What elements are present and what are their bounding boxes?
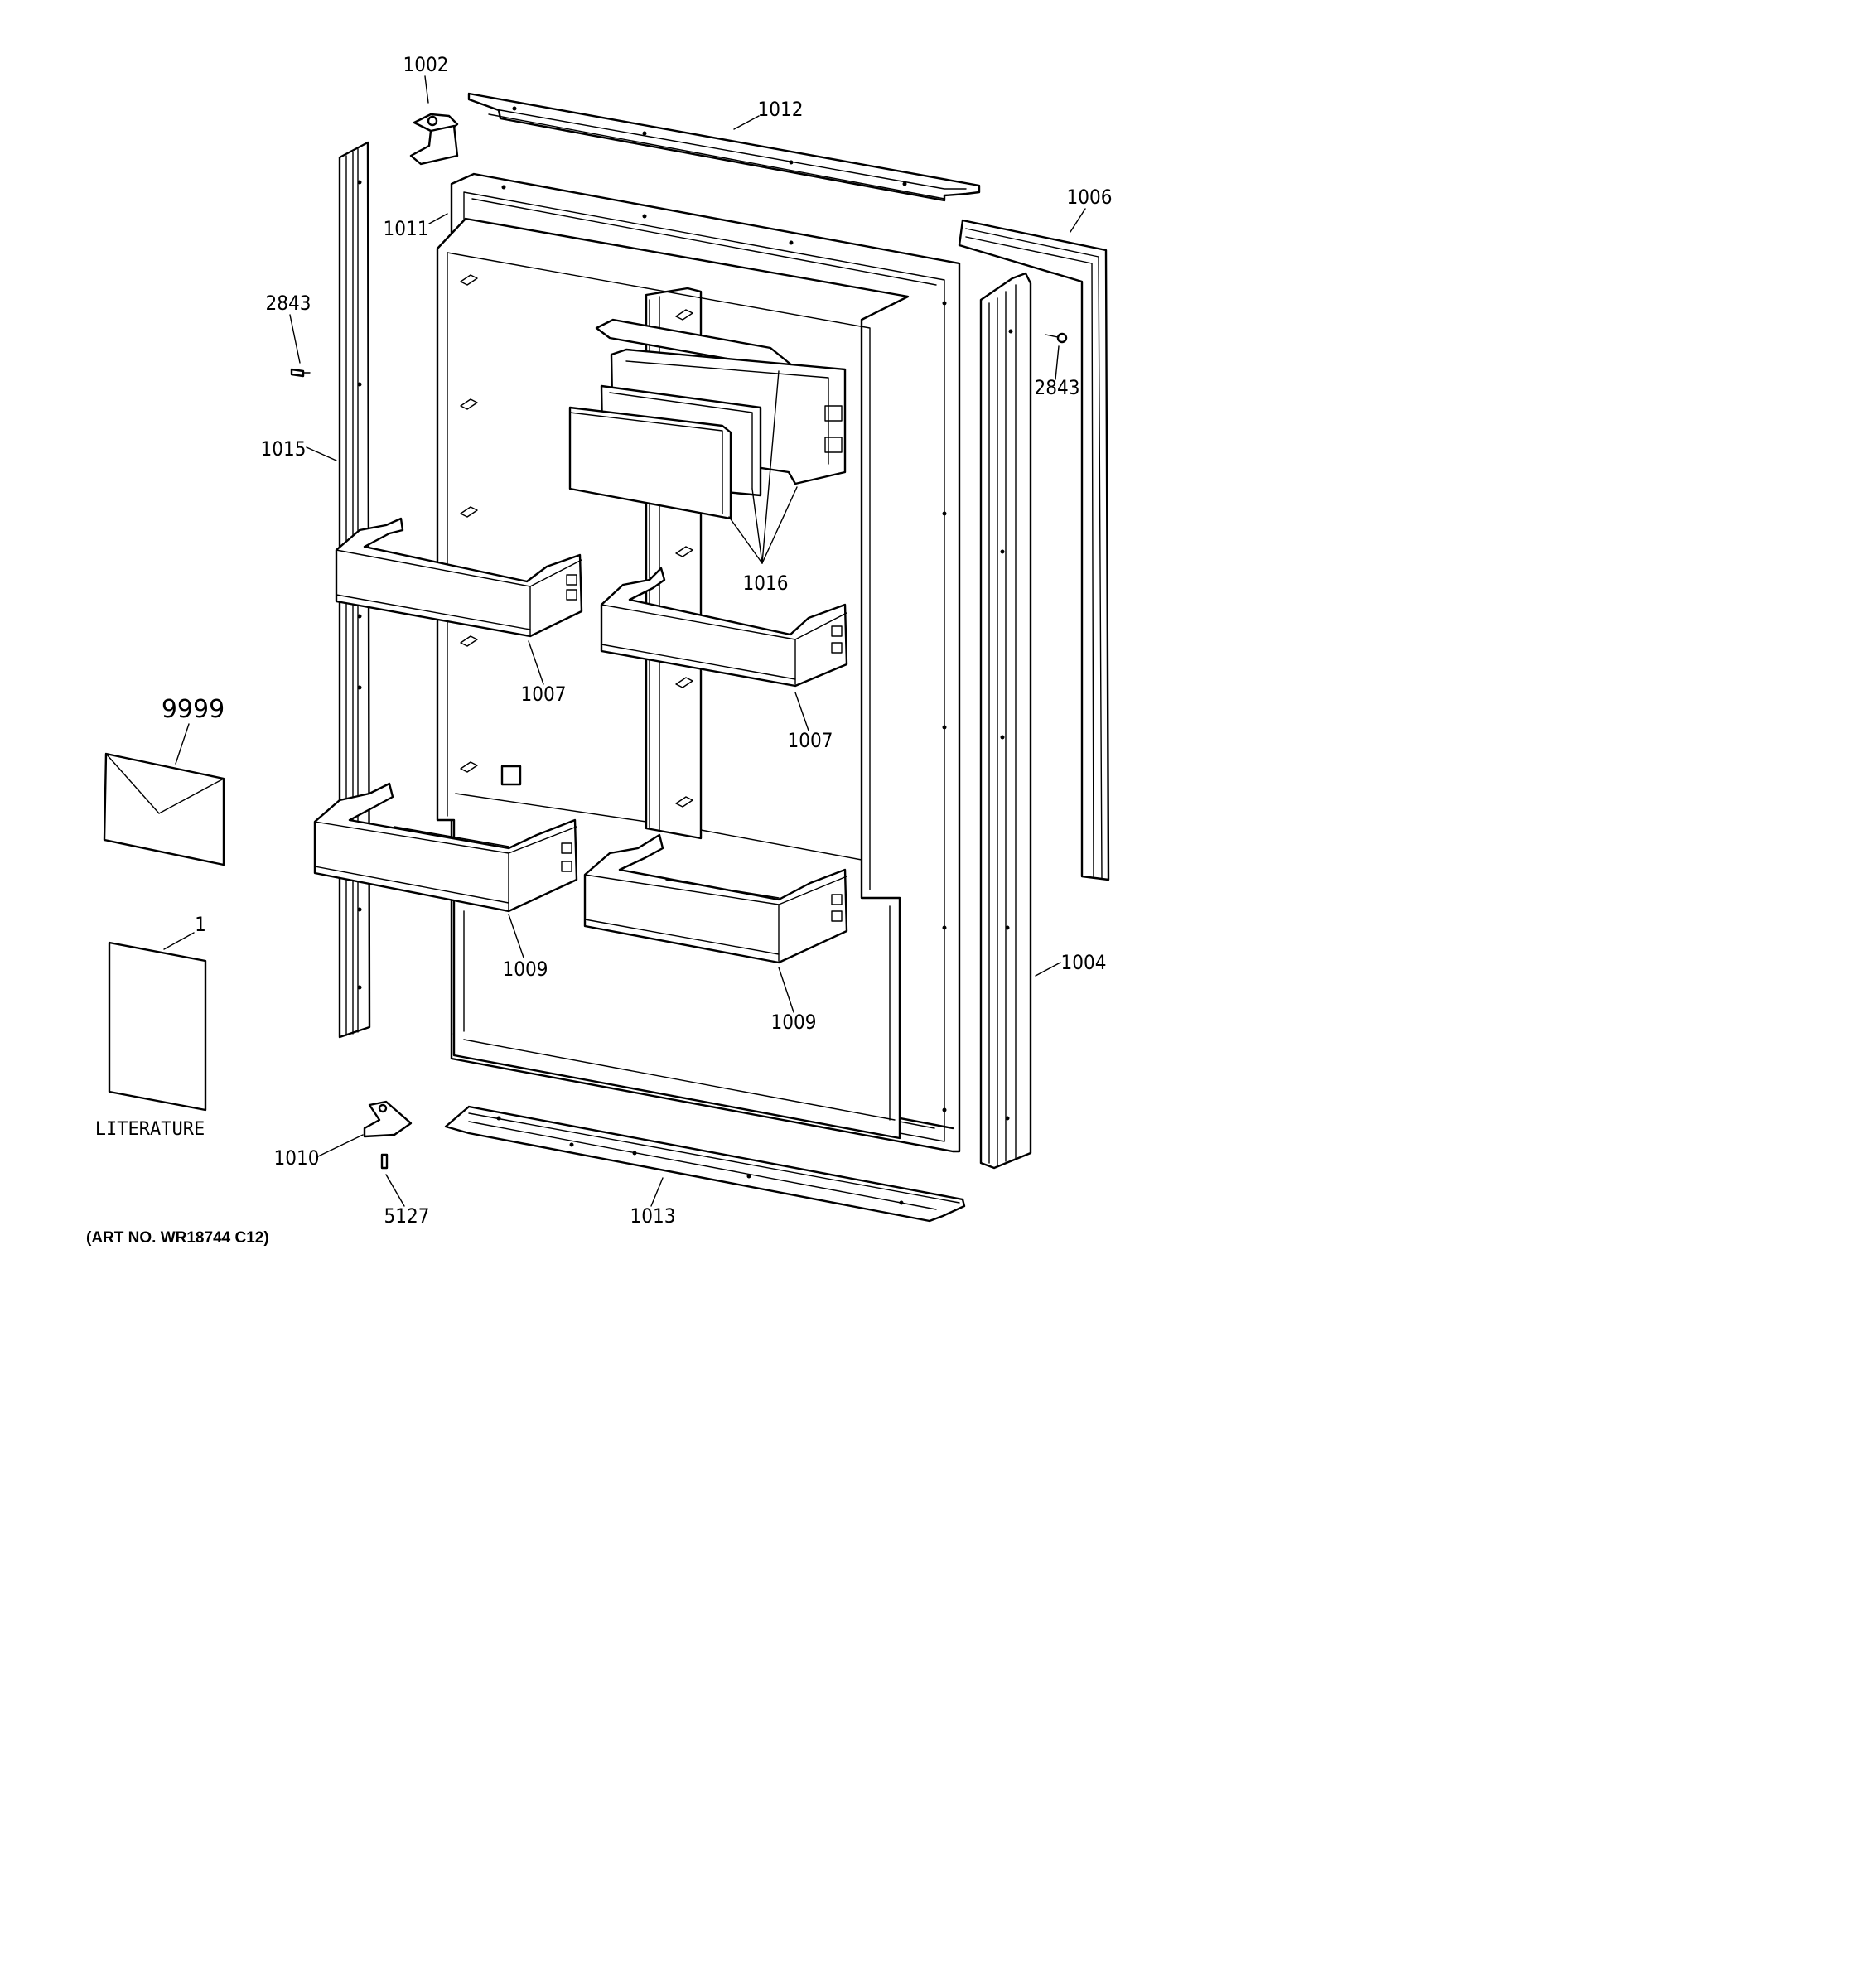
envelope-9999 bbox=[103, 752, 225, 866]
screw-5127 bbox=[380, 1153, 389, 1170]
door-bin-1009-right bbox=[583, 833, 848, 964]
callout-1: 1 bbox=[195, 913, 206, 936]
door-bin-1007-left bbox=[335, 517, 583, 638]
art-number: (ART NO. WR18744 C12) bbox=[86, 1229, 269, 1247]
exploded-parts-diagram: 1002 1012 1011 1006 2843 2843 1015 1016 … bbox=[0, 0, 1218, 1299]
dairy-compartment-1016 bbox=[568, 318, 847, 520]
screw-2843-right bbox=[1045, 332, 1068, 344]
door-bin-1009-left bbox=[313, 782, 578, 913]
top-trim-1012 bbox=[467, 92, 981, 202]
callout-1016: 1016 bbox=[743, 572, 789, 595]
top-hinge-1002 bbox=[409, 113, 459, 166]
literature-label: LITERATURE bbox=[95, 1119, 205, 1140]
callout-1015: 1015 bbox=[261, 437, 307, 461]
callout-1002: 1002 bbox=[403, 53, 449, 76]
callout-1004: 1004 bbox=[1061, 951, 1107, 974]
callout-1007-right: 1007 bbox=[788, 729, 833, 752]
callout-2843-right: 2843 bbox=[1035, 376, 1080, 399]
callout-1011: 1011 bbox=[384, 217, 429, 240]
callout-1009-right: 1009 bbox=[771, 1011, 817, 1034]
bottom-trim-1013 bbox=[444, 1105, 966, 1223]
callout-9999: 9999 bbox=[162, 695, 225, 724]
callout-1012: 1012 bbox=[758, 98, 804, 121]
screw-2843-left bbox=[290, 368, 311, 378]
callout-5127: 5127 bbox=[384, 1204, 430, 1228]
callout-1007-left: 1007 bbox=[521, 683, 567, 706]
hinge-rail-1004 bbox=[979, 272, 1032, 1170]
callout-1009-left: 1009 bbox=[503, 958, 548, 981]
leader-lines bbox=[163, 75, 1086, 1207]
literature-booklet-1 bbox=[108, 941, 207, 1112]
callout-2843-left: 2843 bbox=[266, 292, 311, 315]
door-gasket-1006 bbox=[958, 219, 1110, 881]
bottom-hinge-1010 bbox=[363, 1100, 413, 1138]
callout-1006: 1006 bbox=[1067, 186, 1113, 209]
door-bin-1007-right bbox=[600, 567, 848, 688]
callout-1013: 1013 bbox=[630, 1204, 676, 1228]
callout-1010: 1010 bbox=[274, 1146, 320, 1170]
diagram-canvas: 1002 1012 1011 1006 2843 2843 1015 1016 … bbox=[86, 53, 1113, 1247]
